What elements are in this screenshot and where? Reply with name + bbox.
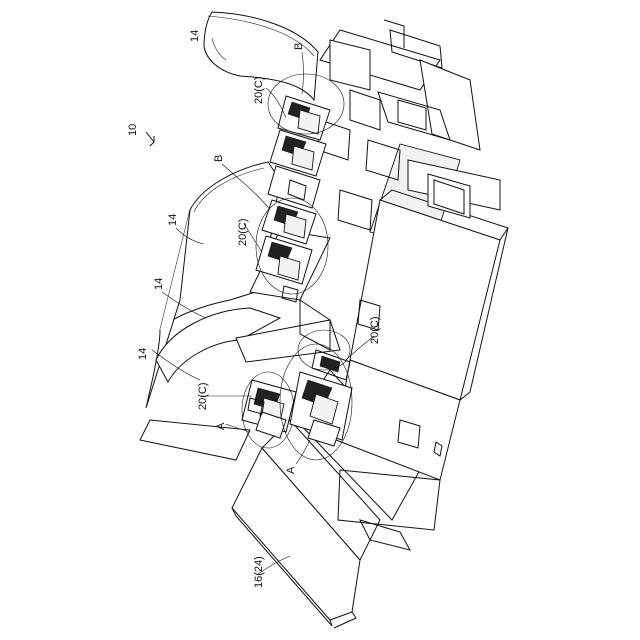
label-connector-mid: 20(C): [237, 218, 249, 246]
label-cable-top: 14: [189, 30, 201, 42]
label-assembly: 10: [127, 124, 139, 136]
label-cable-mid: 14: [167, 214, 179, 226]
label-section-b-mid: B: [213, 155, 225, 162]
label-section-b-top: B: [293, 43, 305, 50]
label-connector-top: 20(C): [253, 76, 265, 104]
label-board: 16(24): [253, 556, 265, 588]
label-connector-right: 20(C): [369, 316, 381, 344]
label-section-a-left: A: [215, 422, 227, 430]
label-connector-left: 20(C): [197, 382, 209, 410]
label-section-a-low: A: [285, 466, 297, 474]
label-cable-lower: 14: [153, 278, 165, 290]
label-cable-bottom: 14: [137, 348, 149, 360]
